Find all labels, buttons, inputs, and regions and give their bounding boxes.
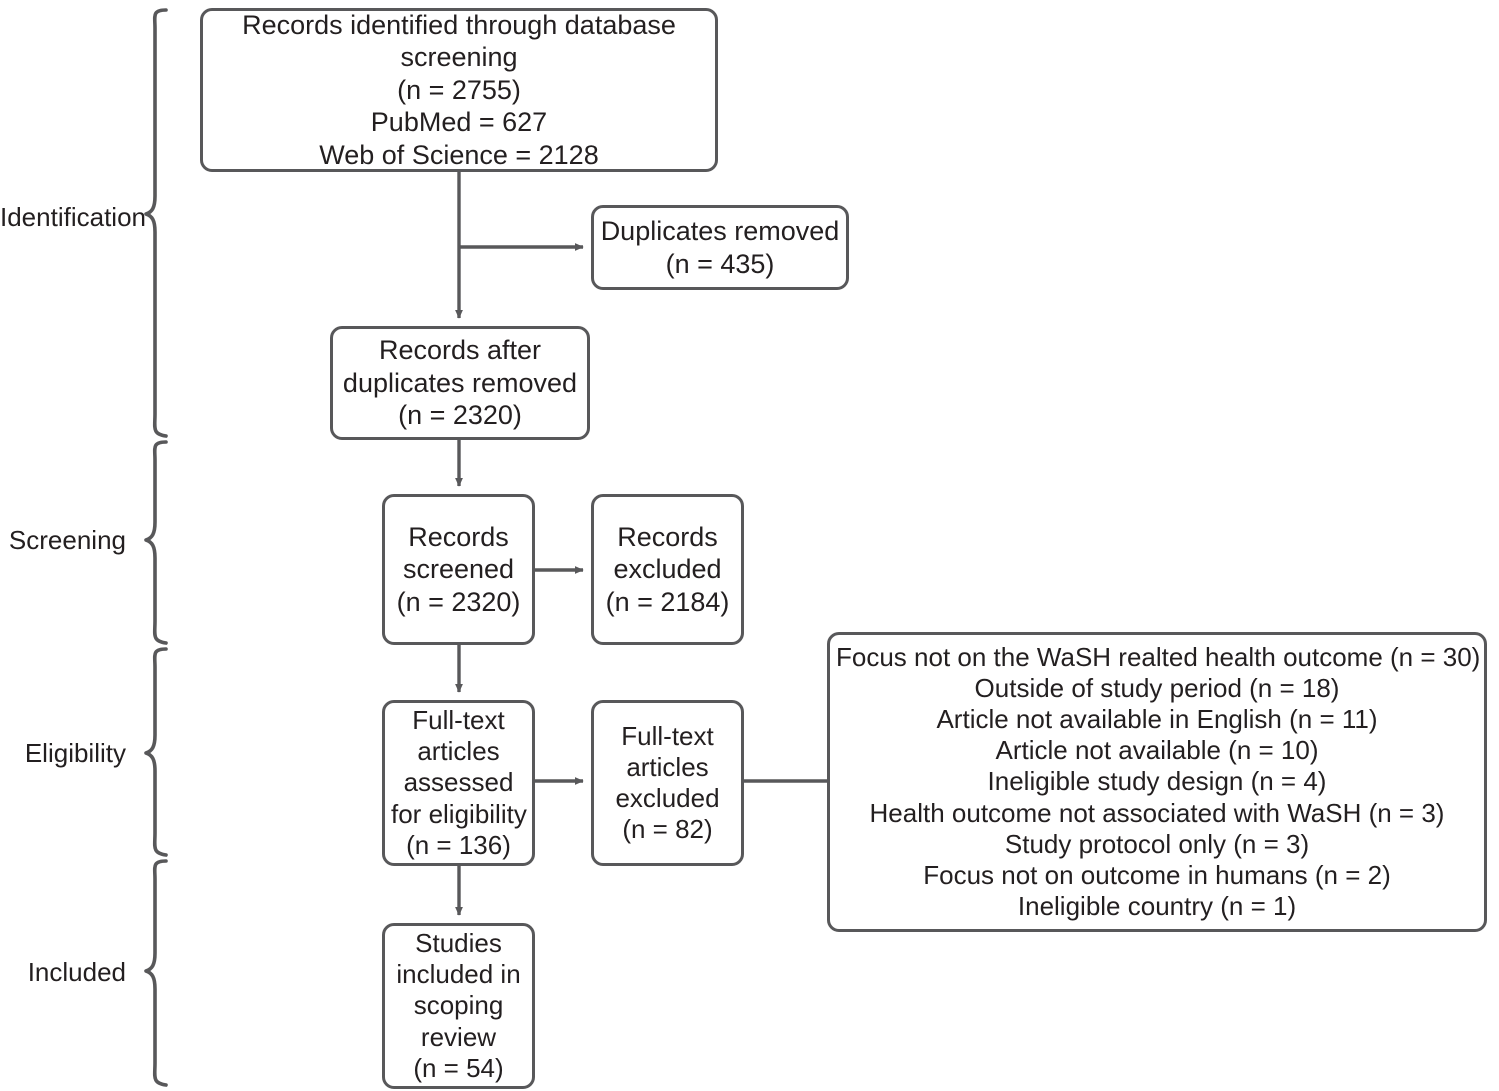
text-line: articles xyxy=(626,751,709,782)
text-line: (n = 54) xyxy=(413,1052,504,1083)
text-line: (n = 2755) xyxy=(397,74,521,105)
text-line: included in xyxy=(396,959,521,990)
text-line: articles xyxy=(417,736,500,767)
text-line: excluded xyxy=(615,783,720,813)
box-duplicates-removed: Duplicates removed(n = 435) xyxy=(591,205,849,290)
box-exclusion-reasons-text: Focus not on the WaSH realted health out… xyxy=(830,642,1484,923)
text-line: Studies xyxy=(415,928,502,959)
text-line: assessed xyxy=(403,767,514,798)
text-line: Outside of study period (n = 18) xyxy=(974,672,1340,703)
text-line: duplicates removed xyxy=(342,367,578,398)
text-line: Study protocol only (n = 3) xyxy=(1004,828,1310,859)
text-line: PubMed = 627 xyxy=(370,107,548,138)
text-line: Ineligible country (n = 1) xyxy=(1017,891,1297,922)
text-line: (n = 82) xyxy=(622,814,713,845)
text-line: review xyxy=(420,1021,497,1052)
text-line: Records identified through database xyxy=(242,10,676,41)
text-line: (n = 2184) xyxy=(605,586,730,617)
text-line: Records after xyxy=(378,335,542,366)
brace-screening xyxy=(144,440,168,645)
text-line: Full-text xyxy=(621,720,714,751)
text-line: Article not available in English (n = 11… xyxy=(936,704,1378,735)
text-line: for eligibility xyxy=(391,798,527,829)
stage-label-included: Included xyxy=(27,957,126,987)
brace-included xyxy=(144,859,168,1087)
brace-eligibility xyxy=(144,647,168,857)
text-line: (n = 2320) xyxy=(398,400,522,431)
text-line: (n = 2320) xyxy=(396,586,521,617)
text-line: screened xyxy=(402,554,515,585)
text-line: Article not available (n = 10) xyxy=(995,735,1319,766)
brace-identification xyxy=(144,8,168,438)
text-line: Health outcome not associated with WaSH … xyxy=(869,797,1445,828)
stage-label-screening: Screening xyxy=(8,525,126,555)
text-line: Full-text xyxy=(412,705,505,736)
text-line: Records xyxy=(408,521,509,552)
stage-label-identification: Identification xyxy=(0,202,146,232)
text-line: Focus not on the WaSH realted health out… xyxy=(836,641,1481,672)
text-line: scoping xyxy=(413,990,504,1021)
text-line: excluded xyxy=(613,554,722,585)
text-line: (n = 136) xyxy=(406,829,511,860)
text-line: Duplicates removed xyxy=(600,216,840,247)
box-duplicates-removed-text: Duplicates removed(n = 435) xyxy=(594,215,846,280)
text-line: Focus not on outcome in humans (n = 2) xyxy=(923,859,1391,890)
text-line: Records xyxy=(617,521,718,552)
text-line: screening xyxy=(400,42,518,73)
text-line: Web of Science = 2128 xyxy=(319,139,599,170)
text-line: Ineligible study design (n = 4) xyxy=(987,766,1327,797)
stage-label-eligibility: Eligibility xyxy=(24,738,126,768)
box-exclusion-reasons: Focus not on the WaSH realted health out… xyxy=(827,632,1487,932)
text-line: (n = 435) xyxy=(665,248,775,279)
